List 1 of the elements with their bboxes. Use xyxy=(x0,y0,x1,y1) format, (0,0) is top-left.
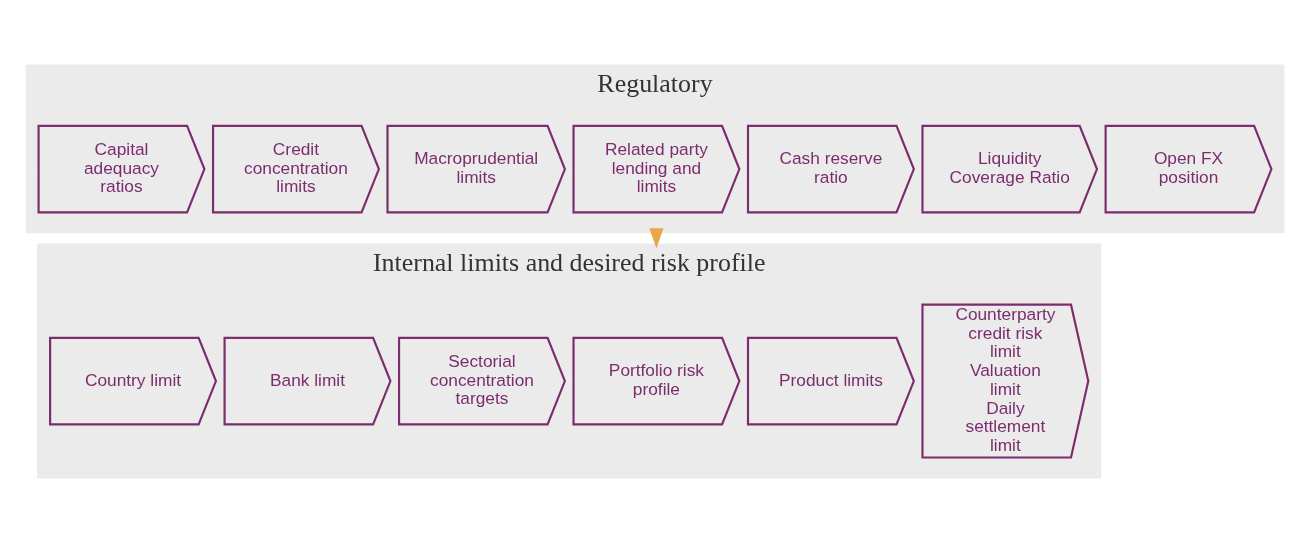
arrow xyxy=(649,228,664,249)
